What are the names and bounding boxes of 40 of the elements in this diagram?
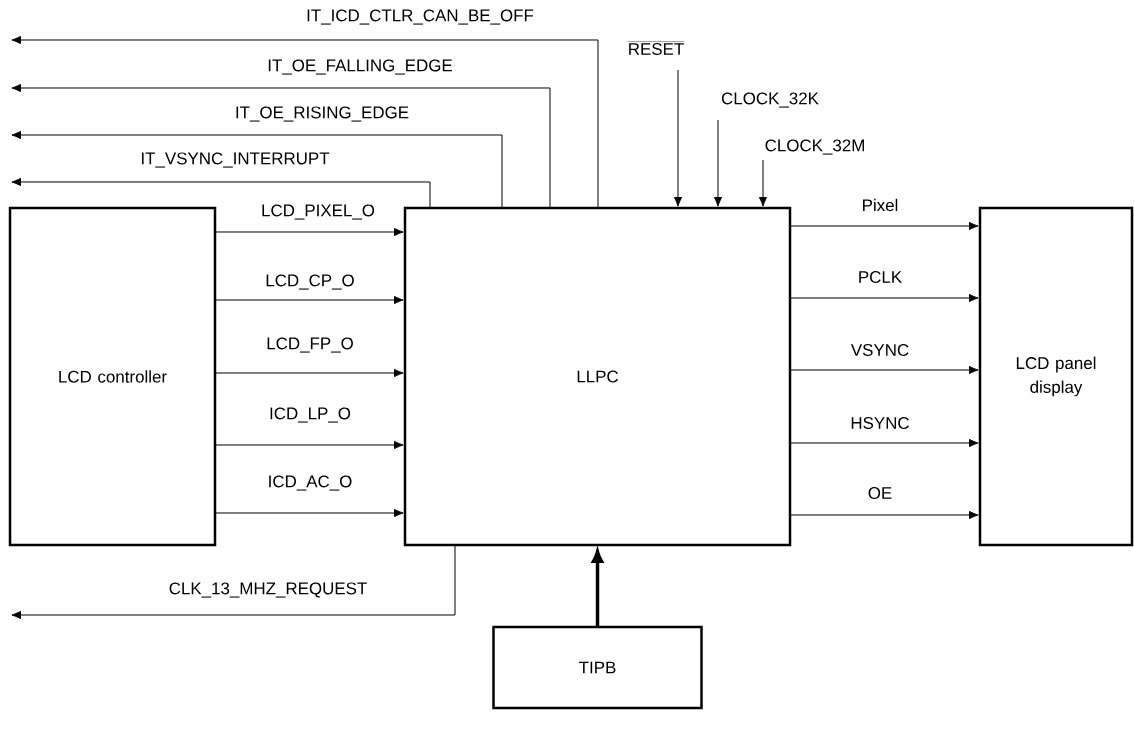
arrow (11, 83, 551, 209)
signal-label: LCD_CP_O (264, 273, 356, 291)
arrow (789, 510, 979, 520)
arrow (789, 293, 979, 303)
signal-label: VSYNC (849, 343, 911, 357)
signal-label: IT_VSYNC_INTERRUPT (139, 151, 331, 169)
block-box: LLPC (403, 206, 792, 547)
signal-label: OE (866, 486, 894, 500)
arrow (673, 69, 683, 207)
signal-label: Pixel (860, 197, 900, 213)
arrow (11, 544, 456, 620)
block-box: TIPB (492, 625, 703, 710)
block-box: LCD controller (8, 206, 217, 547)
signal-label: PCLK (856, 270, 904, 284)
signal-label: LCD_FP_O (265, 336, 355, 354)
arrow (713, 119, 723, 207)
signal-label: IT_OE_FALLING_EDGE (266, 58, 454, 76)
block-box: LCD panel display (978, 206, 1134, 547)
arrow (214, 508, 404, 518)
arrow (214, 295, 404, 305)
arrow (11, 35, 599, 209)
signal-label: ICD_AC_O (266, 474, 354, 492)
arrow (214, 440, 404, 450)
arrow (758, 159, 768, 207)
arrow (789, 365, 979, 375)
arrow (789, 221, 979, 231)
signal-label: CLOCK_32K (720, 91, 820, 109)
arrow (789, 438, 979, 448)
arrow (11, 130, 503, 209)
signal-label: IT_ICD_CTLR_CAN_BE_OFF (305, 8, 535, 26)
arrow (214, 368, 404, 378)
signal-label: IT_OE_RISING_EDGE (233, 105, 411, 123)
signal-label: CLK_13_MHZ_REQUEST (167, 581, 369, 599)
signal-label: RESET (626, 40, 686, 56)
arrow (11, 177, 431, 209)
signal-label: HSYNC (849, 416, 911, 430)
signal-label: LCD_PIXEL_O (260, 203, 376, 221)
signal-label: ICD_LP_O (268, 406, 352, 424)
signal-label: CLOCK_32M (763, 138, 867, 156)
arrow (214, 227, 404, 237)
